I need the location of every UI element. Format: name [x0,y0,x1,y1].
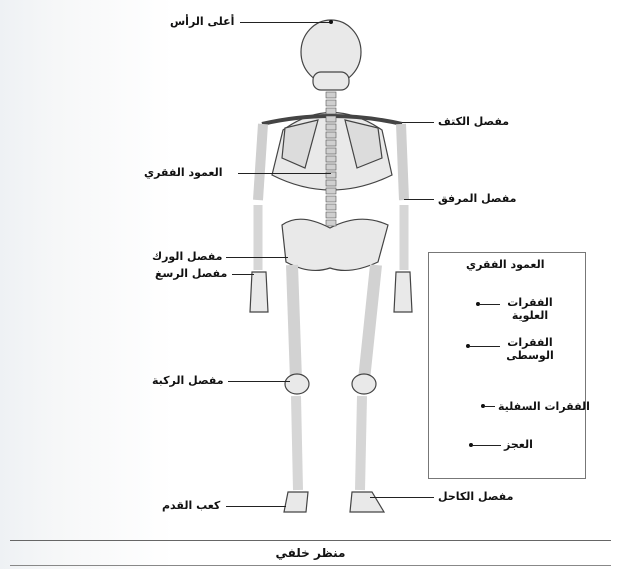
leader-coccyx [473,445,501,446]
leader-heel [226,506,286,507]
caption-rule-bottom [10,565,611,566]
label-spinal-column: العمود الفقري [144,166,223,179]
left-tibia-shape [296,396,298,490]
label-upper-vertebrae: الفقرات العلوية [504,296,556,322]
leader-lower-vertebrae [485,406,495,407]
leader-shoulder [402,122,434,123]
label-lower-vertebrae: الفقرات السفلية [498,400,590,413]
leader-ankle [370,497,434,498]
left-humerus-shape [258,124,263,200]
label-coccyx: العجز [504,438,533,451]
left-knee-shape [285,374,309,394]
pelvis-shape [282,219,388,270]
label-ankle-joint: مفصل الكاحل [438,490,513,503]
dot-top-of-head [329,20,333,24]
jaw-shape [313,72,349,90]
leader-upper-vertebrae [480,304,500,305]
label-top-of-head: أعلى الرأس [170,15,234,28]
right-tibia-shape [360,396,362,490]
label-knee-joint: مفصل الركبة [152,374,224,387]
right-humerus-shape [401,124,404,200]
leader-middle-vertebrae [470,346,500,347]
spine-vertebrae [326,92,336,226]
figure-caption: منظر خلفي [0,546,621,560]
label-hip-joint: مفصل الورك [152,250,222,263]
inset-title: العمود الفقري [466,258,545,271]
leader-hip [226,257,288,258]
leader-top-of-head [240,22,331,23]
caption-rule-top [10,540,611,541]
right-foot-shape [350,492,384,512]
leader-elbow [404,199,434,200]
right-knee-shape [352,374,376,394]
right-femur-shape [364,265,376,380]
leader-knee [228,381,290,382]
label-middle-vertebrae: الفقرات الوسطى [504,336,556,362]
left-foot-shape [284,492,308,512]
left-hand-shape [250,272,268,312]
label-elbow-joint: مفصل المرفق [438,192,516,205]
leader-wrist [232,274,254,275]
label-wrist-joint: مفصل الرسغ [155,267,227,280]
left-femur-shape [292,265,296,380]
right-hand-shape [394,272,412,312]
leader-spinal-column [238,173,331,174]
label-heel: كعب القدم [162,499,220,512]
label-shoulder-joint: مفصل الكتف [438,115,509,128]
